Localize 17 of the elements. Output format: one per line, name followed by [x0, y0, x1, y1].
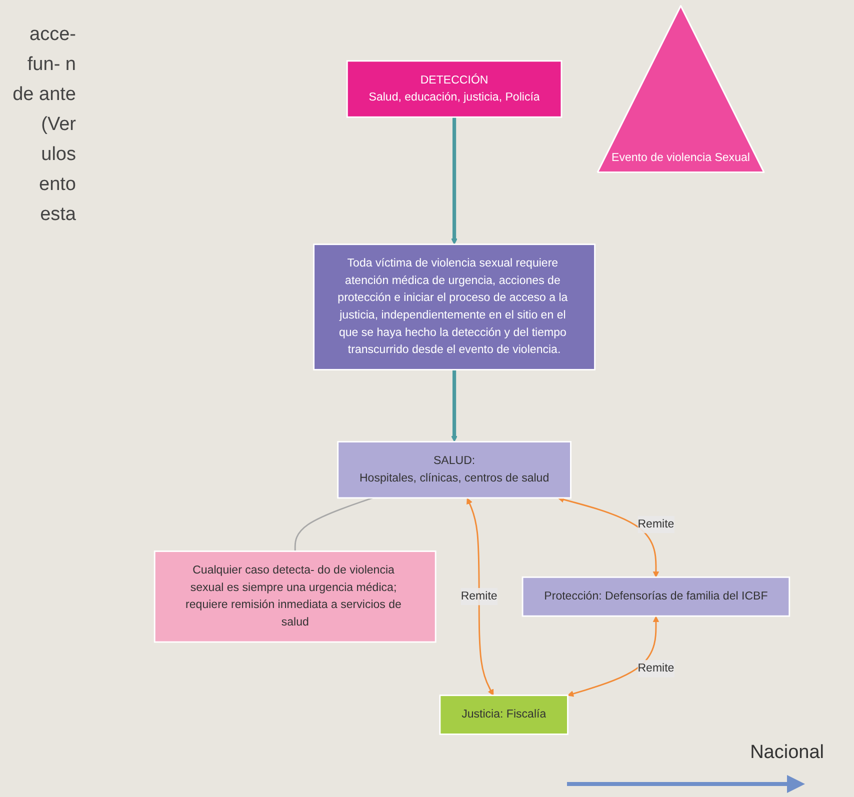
scope-label: Nacional: [750, 742, 824, 764]
node-box: Toda víctima de violencia sexual requiere atención médica de urgencia, acciones de protección e iniciar el proceso de acceso a la justicia, independientemente en el sitio en el que se haya hecho la detección y del tiempo transcurrido desde el evento de violencia.: [313, 244, 596, 370]
arrow: [567, 616, 660, 697]
arrow: [451, 370, 458, 442]
node-box: DETECCIÓN Salud, educación, justicia, Policía: [346, 60, 562, 118]
edge-label: Remite: [638, 662, 674, 674]
arrow: [466, 498, 494, 696]
cut-off-paragraph: acce- fun- n de ante (Ver ulos ento esta: [12, 23, 76, 227]
node-box: Protección: Defensorías de familia del ICBF: [522, 576, 790, 617]
arrow: [558, 496, 660, 578]
connector: [294, 497, 373, 552]
node-box: Justicia: Fiscalía: [439, 694, 568, 735]
arrow: [451, 117, 458, 245]
node-box: SALUD: Hospitales, clínicas, centros de salud: [337, 441, 572, 499]
edge-label: Remite: [638, 518, 674, 530]
edge-label: Remite: [460, 590, 498, 602]
node-box: Cualquier caso detecta- do de violencia sexual es siempre una urgencia médica; requiere remisión inmediata a servicios de salud: [154, 550, 436, 643]
